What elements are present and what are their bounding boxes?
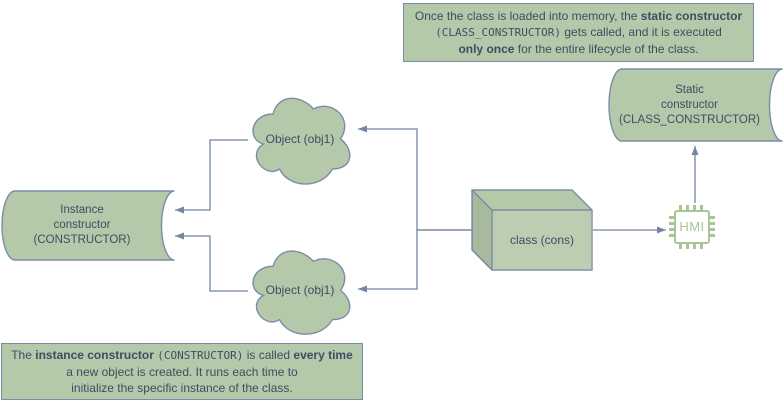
connector-cloudbottom-to-instance — [175, 232, 248, 292]
note-instance-constructor: The instance constructor (CONSTRUCTOR) i… — [1, 343, 363, 400]
connector-class-to-cloudbottom — [358, 229, 472, 293]
class-cube-label: class (cons) — [509, 232, 574, 247]
static-constructor-label: Static constructor (CLASS_CONSTRUCTOR) — [619, 83, 760, 126]
note-static-constructor-text: Once the class is loaded into memory, th… — [414, 9, 743, 56]
instance-constructor-cylinder — [1, 190, 175, 261]
connector-cloudtop-to-instance — [175, 139, 248, 214]
hmi-chip-label: HMI — [679, 219, 704, 234]
static-constructor-cylinder — [608, 68, 783, 142]
connector-class-to-cloudtop — [358, 125, 472, 231]
object-cloud-bottom — [252, 250, 351, 335]
note-instance-constructor-text: The instance constructor (CONSTRUCTOR) i… — [11, 348, 353, 395]
class-cube — [471, 189, 593, 271]
note-static-constructor: Once the class is loaded into memory, th… — [403, 3, 754, 62]
object-cloud-top-label: Object (obj1) — [265, 131, 335, 146]
object-cloud-bottom-label: Object (obj1) — [265, 283, 335, 297]
instance-constructor-label: Instance constructor (CONSTRUCTOR) — [33, 204, 131, 246]
hmi-chip-icon: HMI — [669, 205, 715, 249]
object-cloud-top — [252, 97, 351, 185]
